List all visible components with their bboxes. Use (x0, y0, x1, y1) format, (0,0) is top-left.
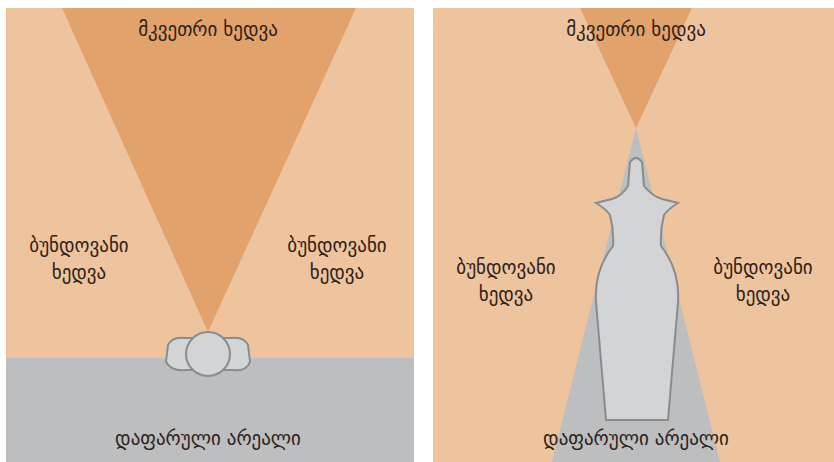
blurry-vision-label: ბუნდოვანი ხედვა (690, 254, 834, 308)
sharp-cone (62, 8, 356, 332)
hidden-area-label: დაფარული არეალი (88, 425, 328, 452)
head-top-view (166, 332, 250, 376)
blurry-field (6, 8, 414, 462)
blurry-vision-label: ბუნდოვანი ხედვა (433, 254, 579, 308)
hidden-area (552, 128, 720, 462)
blurry-vision-label: ბუნდოვანი ხედვა (264, 232, 410, 286)
blurry-field (433, 8, 834, 462)
person-side-view (596, 158, 678, 420)
blurry-vision-label: ბუნდოვანი ხედვა (6, 232, 152, 286)
hidden-area-label: დაფარული არეალი (516, 425, 756, 452)
sharp-vision-label: მკვეთრი ხედვა (536, 16, 736, 43)
sharp-vision-label: მკვეთრი ხედვა (108, 16, 308, 43)
